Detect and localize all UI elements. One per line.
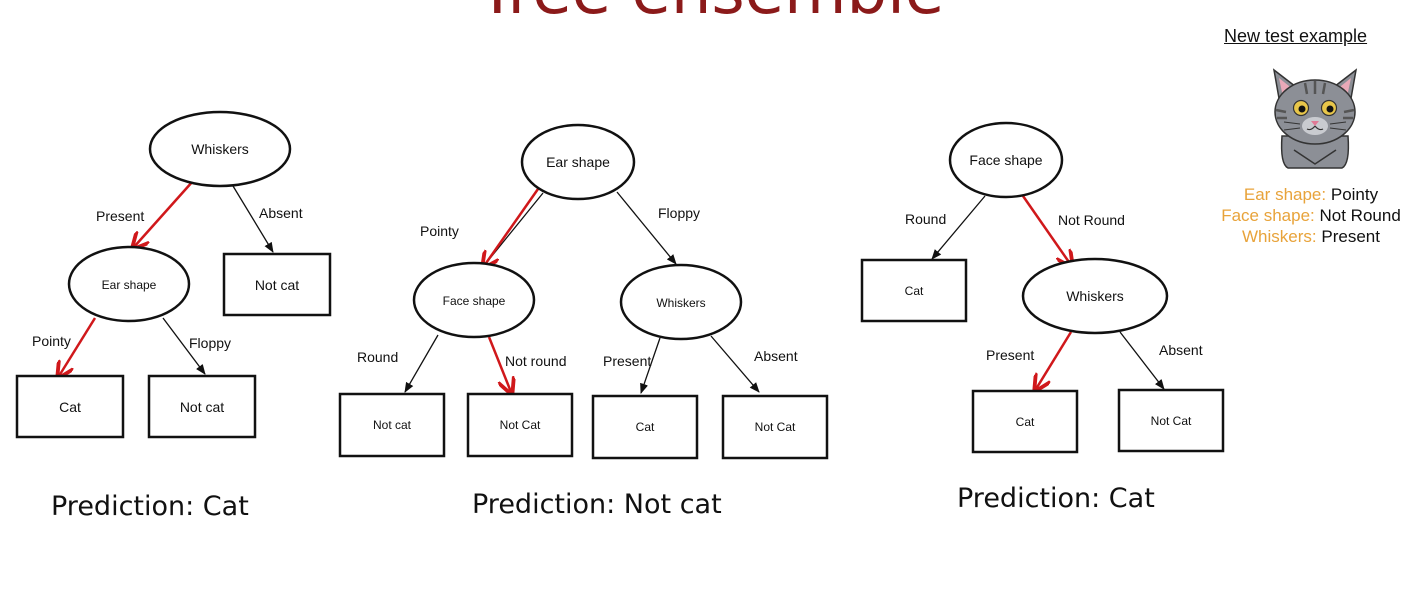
tree-2: Ear shape Face shape Whiskers Not cat No…	[338, 123, 829, 460]
edge-arrow	[232, 185, 274, 253]
tree-3: Face shape Cat Whiskers Cat Not Cat Roun…	[860, 121, 1225, 454]
node-whiskers	[619, 263, 743, 341]
leaf-label: Not Cat	[1151, 414, 1192, 428]
page-title: Tree ensemble	[0, 0, 1422, 24]
leaf-cat	[591, 394, 699, 460]
leaf-label: Cat	[905, 284, 924, 298]
tree-2-prediction: Prediction: Not cat	[472, 489, 722, 520]
leaf-label: Not Cat	[500, 418, 541, 432]
cat-icon	[1272, 68, 1358, 169]
edge-arrow-highlight	[59, 317, 97, 376]
leaf-label: Not cat	[255, 277, 299, 293]
feature-key: Face shape:	[1221, 206, 1315, 225]
node-ear-shape	[67, 245, 191, 323]
node-ear-shape	[520, 123, 636, 201]
leaf-not-cat	[147, 374, 257, 439]
node-label: Face shape	[443, 294, 506, 308]
leaf-label: Not cat	[180, 399, 224, 415]
node-whiskers	[148, 110, 292, 188]
node-whiskers	[1021, 257, 1169, 335]
node-label: Whiskers	[191, 141, 249, 157]
edge-arrow-highlight	[487, 336, 511, 392]
edge-arrow	[404, 334, 439, 393]
feature-value: Not Round	[1319, 206, 1401, 225]
edge-label: Not Round	[1058, 212, 1125, 228]
node-face-shape	[412, 261, 536, 339]
edge-arrow	[1119, 331, 1165, 390]
edge-arrow	[616, 191, 677, 265]
feature-row: Face shape: Not Round	[1200, 205, 1422, 226]
feature-value: Present	[1321, 227, 1380, 246]
leaf-label: Cat	[1016, 415, 1035, 429]
node-face-shape	[948, 121, 1064, 199]
edge-arrow	[640, 337, 661, 394]
edge-arrow	[931, 195, 986, 260]
edge-arrow	[162, 317, 206, 375]
edge-arrow-highlight	[1021, 195, 1071, 265]
node-label: Whiskers	[656, 296, 705, 310]
leaf-cat	[971, 389, 1079, 454]
tree-1-prediction: Prediction: Cat	[51, 491, 249, 522]
feature-row: Whiskers: Present	[1200, 226, 1422, 247]
edge-label: Present	[96, 208, 144, 224]
leaf-not-cat	[338, 392, 446, 458]
leaf-cat	[860, 258, 968, 323]
test-example-title: New test example	[1224, 26, 1368, 46]
feature-row: Ear shape: Pointy	[1200, 184, 1422, 205]
edge-label: Round	[357, 349, 398, 365]
leaf-label: Not Cat	[755, 420, 796, 434]
edge-label: Floppy	[189, 335, 231, 351]
node-label: Ear shape	[102, 278, 157, 292]
edge-label: Pointy	[32, 333, 71, 349]
leaf-label: Cat	[59, 399, 81, 415]
edge-label: Absent	[754, 348, 798, 364]
edge-label: Round	[905, 211, 946, 227]
edge-label: Present	[986, 347, 1034, 363]
leaf-not-cat	[721, 394, 829, 460]
feature-value: Pointy	[1330, 185, 1379, 204]
leaf-cat	[15, 374, 125, 439]
test-example-features: Ear shape: Pointy Face shape: Not Round …	[1200, 184, 1422, 247]
leaf-label: Not cat	[373, 418, 412, 432]
edge-label: Absent	[1159, 342, 1203, 358]
leaf-not-cat	[1117, 388, 1225, 453]
edge-label: Present	[603, 353, 651, 369]
leaf-label: Cat	[636, 420, 655, 434]
edge-arrow-highlight	[484, 188, 540, 266]
node-label: Ear shape	[546, 154, 610, 170]
edge-label: Pointy	[420, 223, 459, 239]
cat-illustration	[1260, 64, 1370, 170]
feature-key: Whiskers:	[1242, 227, 1317, 246]
leaf-not-cat	[466, 392, 574, 458]
edge-label: Not round	[505, 353, 566, 369]
tree-1: Whiskers Ear shape Not cat Cat Not cat P…	[15, 110, 332, 439]
edge-label: Absent	[259, 205, 303, 221]
leaf-not-cat	[222, 252, 332, 317]
edge-arrow-highlight	[134, 180, 194, 247]
edge-arrow	[710, 335, 760, 393]
edge-arrow-highlight	[1036, 331, 1073, 389]
feature-key: Ear shape:	[1243, 185, 1327, 204]
node-label: Whiskers	[1066, 288, 1124, 304]
tree-3-prediction: Prediction: Cat	[957, 483, 1155, 514]
node-label: Face shape	[969, 152, 1042, 168]
edge-label: Floppy	[658, 205, 700, 221]
